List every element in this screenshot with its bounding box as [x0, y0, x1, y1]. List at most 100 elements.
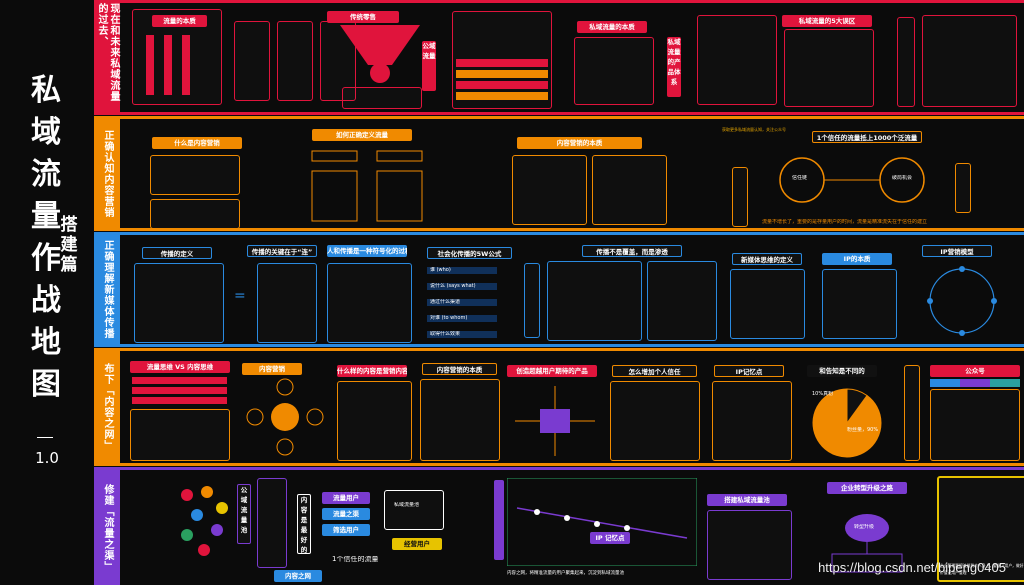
table-box — [452, 11, 552, 109]
header: 内容营销的本质 — [517, 137, 642, 149]
cycle-ring — [929, 268, 995, 334]
text-box — [592, 155, 667, 225]
list-box — [784, 29, 874, 107]
red-bar — [164, 35, 172, 95]
wheel-node — [306, 408, 324, 426]
content-marketing-wheel — [246, 378, 324, 456]
header: 如何正确定义流量 — [312, 129, 412, 141]
trust-circles — [779, 157, 925, 203]
table-row — [456, 59, 548, 67]
sub-box — [831, 553, 903, 573]
header: 私域流量的5大误区 — [782, 15, 872, 27]
pie-slice-true-fans — [846, 388, 868, 425]
grid-point — [564, 515, 570, 521]
header: 传统零售 — [327, 11, 399, 23]
five-w-item: 对谁 (to whom) — [427, 315, 497, 322]
row-label-text: 正确理解新媒体传播 — [102, 240, 113, 339]
cluster-dot — [181, 529, 193, 541]
note: 获取更多私域流量认知，关注公众号 — [722, 127, 786, 132]
panel: 什么是内容营销 如何正确定义流量 内容营销的本质 获取更多私域流量认知，关注公众… — [122, 123, 1020, 229]
header: 公域流量 — [422, 41, 436, 91]
main-title: 私 域 流 量 作 战 地 图 — [28, 70, 64, 406]
five-w-item: 通过什么渠道 — [427, 299, 497, 306]
row-traffic-channel: 修建「流量之渠」 公域流量池 内容是最好的广告 流量用户 流量之渠 筛选用户 私… — [94, 467, 1024, 585]
grid-point — [534, 509, 540, 515]
row-content-net: 布下「内容之网」 流量思维 VS 内容思维 内容营销 什么样的内容是营销内容 内… — [94, 348, 1024, 466]
five-w-item: 取得什么效果 — [427, 331, 497, 338]
cycle-node — [959, 266, 965, 272]
cluster-dot — [191, 509, 203, 521]
text-box — [150, 199, 240, 229]
table-row — [990, 379, 1020, 387]
header: 搭建私域流量池 — [707, 494, 787, 506]
five-w-item: 谁 (who) — [427, 267, 497, 274]
cluster-dot — [181, 489, 193, 501]
panel: 公域流量池 内容是最好的广告 流量用户 流量之渠 筛选用户 私域流量池 经营用户… — [122, 474, 1024, 582]
list-box — [922, 15, 1017, 107]
title-char: 域 — [31, 115, 61, 150]
title-char: 图 — [31, 367, 61, 402]
title-char: 私 — [31, 73, 61, 108]
cycle-node — [991, 298, 997, 304]
row-label: 布下「内容之网」 — [94, 351, 120, 463]
highlight-text: 企业管理要把流量到个人身上，要学习用户，做好价值让用户管理 — [940, 563, 1024, 575]
header: 私域流量的本质 — [577, 21, 647, 33]
table-row — [456, 70, 548, 78]
text-box — [610, 381, 700, 461]
title-char: 战 — [31, 283, 61, 318]
header: 流量的本质 — [152, 15, 207, 27]
ip-cycle-diagram — [927, 266, 997, 336]
header: IP的本质 — [822, 253, 892, 265]
grid-side-label — [494, 480, 504, 560]
red-bar — [182, 35, 190, 95]
header: 人和传播是一种符号化的过程 — [327, 245, 407, 257]
wheel-node — [276, 378, 294, 396]
cluster-dot — [198, 544, 210, 556]
grid-frame — [507, 478, 697, 566]
text-box — [712, 381, 792, 461]
grid-point — [624, 525, 630, 531]
header: 公众号 — [930, 365, 1020, 377]
dot-cluster — [181, 486, 228, 556]
text-box — [730, 269, 805, 339]
net-grid — [507, 478, 697, 566]
text-box — [512, 155, 587, 225]
column-box — [955, 163, 971, 213]
highlight-box — [937, 476, 1024, 582]
table-row — [930, 379, 960, 387]
funnel-diagram — [340, 25, 420, 83]
column-box — [904, 365, 920, 461]
funnel-node — [370, 63, 390, 83]
red-bar — [146, 35, 154, 95]
wheel-node — [246, 408, 264, 426]
header: 公域流量池 — [237, 484, 251, 544]
header: 怎么增加个人信任 — [612, 365, 697, 377]
fan-pie-chart — [812, 388, 882, 458]
trend-line — [516, 507, 688, 539]
column-box — [277, 21, 313, 101]
header: 什么样的内容是营销内容 — [337, 365, 407, 377]
row-label: 修建「流量之渠」 — [94, 470, 120, 585]
text-box — [547, 261, 642, 341]
flow-node — [311, 150, 358, 162]
row-label: 现在和未来私域流量的过去、 — [94, 3, 120, 112]
column-box — [257, 478, 287, 568]
subtitle: 搭建篇 — [60, 215, 78, 275]
header: 企业转型升级之路 — [827, 482, 907, 494]
five-w-item: 说什么 (says what) — [427, 283, 497, 290]
tag: 内容之网 — [274, 570, 322, 582]
divider — [37, 437, 53, 438]
table-row — [456, 81, 548, 89]
flow-button: 筛选用户 — [322, 524, 370, 536]
header: 和告知是不同的 — [807, 365, 877, 377]
cluster-dot — [216, 502, 228, 514]
title-char: 量 — [31, 199, 61, 234]
header: 内容是最好的广告 — [297, 494, 311, 554]
text-box — [150, 155, 240, 195]
table-row — [960, 379, 990, 387]
flow-button: 流量之渠 — [322, 508, 370, 520]
title-char: 作 — [31, 241, 61, 276]
trust-label: 1个信任的流量 — [332, 556, 379, 563]
header: 社会化传播的5W公式 — [427, 247, 512, 259]
list-bar — [132, 377, 227, 384]
